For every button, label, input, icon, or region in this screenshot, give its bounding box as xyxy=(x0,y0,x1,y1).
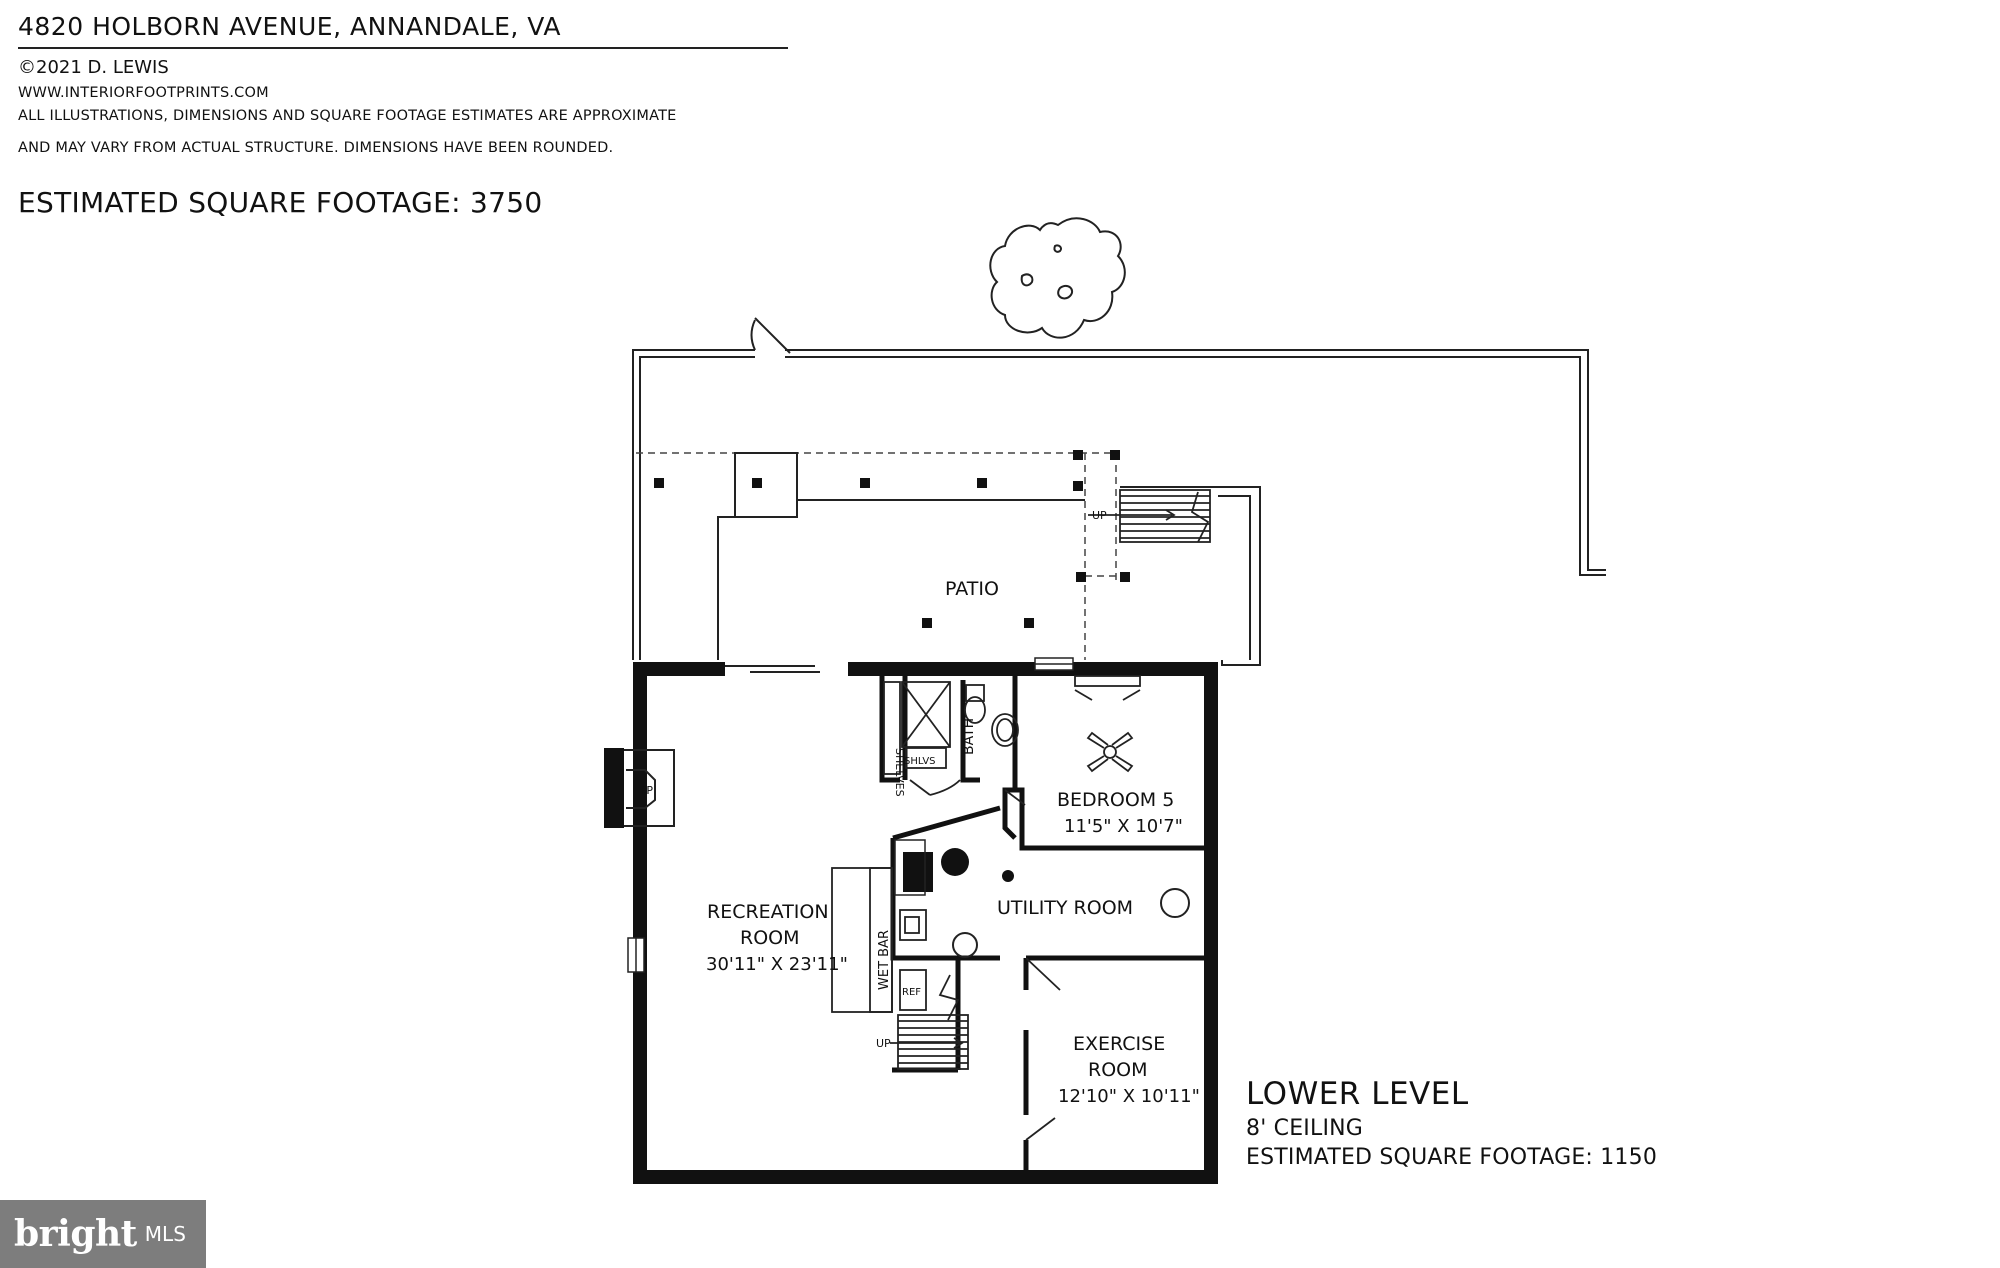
shlvs-label: SHLVS xyxy=(904,756,936,767)
total-square-footage: ESTIMATED SQUARE FOOTAGE: 3750 xyxy=(18,186,543,219)
wet-bar-label: WET BAR xyxy=(877,930,892,990)
side-window xyxy=(627,937,645,973)
disclaimer-line-1: ALL ILLUSTRATIONS, DIMENSIONS AND SQUARE… xyxy=(18,108,677,124)
overhang-outline xyxy=(636,452,1125,660)
disclaimer-line-2: AND MAY VARY FROM ACTUAL STRUCTURE. DIME… xyxy=(18,140,614,156)
exercise-room-name-2: ROOM xyxy=(1088,1059,1148,1081)
recreation-room-name-2: ROOM xyxy=(740,927,800,949)
utility-fixtures xyxy=(894,839,1190,958)
shelves-label: SHELVES xyxy=(893,748,906,797)
recreation-room-dims: 30'11" X 23'11" xyxy=(706,954,848,975)
level-ceiling: 8' CEILING xyxy=(1246,1116,1364,1141)
level-info: LOWER LEVEL 8' CEILING ESTIMATED SQUARE … xyxy=(1246,1076,1657,1170)
mls-logo-text: MLS xyxy=(144,1222,186,1246)
utility-room-label: UTILITY ROOM xyxy=(997,897,1133,919)
fireplace xyxy=(624,749,675,827)
interior-walls xyxy=(879,676,1204,1170)
level-title: LOWER LEVEL xyxy=(1246,1076,1469,1112)
bath-fixtures xyxy=(883,681,1019,775)
patio-up-label: UP xyxy=(1092,509,1107,522)
sliding-door[interactable] xyxy=(725,665,820,673)
exercise-room-name-1: EXERCISE xyxy=(1073,1033,1165,1055)
wet-bar xyxy=(831,867,927,1013)
bedroom-5-name: BEDROOM 5 xyxy=(1057,789,1174,811)
window xyxy=(1034,657,1074,671)
patio-structure xyxy=(717,452,1261,666)
fireplace-label: FP xyxy=(640,784,653,797)
yard-outline xyxy=(632,349,1606,660)
patio-columns xyxy=(654,450,1130,628)
exterior-walls xyxy=(604,662,1218,1184)
copyright: ©2021 D. LEWIS xyxy=(18,57,169,78)
patio-label: PATIO xyxy=(945,578,999,600)
interior-stairs xyxy=(890,974,969,1070)
bright-logo-text: bright xyxy=(14,1213,137,1255)
patio-stairs xyxy=(1088,489,1211,543)
exercise-room-dims: 12'10" X 10'11" xyxy=(1058,1086,1200,1107)
ref-label: REF xyxy=(902,987,921,998)
bath-label: BATH xyxy=(961,718,977,755)
stairs-up-label: UP xyxy=(876,1037,891,1050)
tree-icon xyxy=(989,217,1126,339)
door-swings xyxy=(909,675,1141,1141)
recreation-room-name-1: RECREATION xyxy=(707,901,829,923)
header-block: 4820 HOLBORN AVENUE, ANNANDALE, VA ©2021… xyxy=(18,12,788,156)
level-square-footage: ESTIMATED SQUARE FOOTAGE: 1150 xyxy=(1246,1145,1658,1170)
website: WWW.INTERIORFOOTPRINTS.COM xyxy=(18,85,269,101)
property-address: 4820 HOLBORN AVENUE, ANNANDALE, VA xyxy=(18,12,788,49)
bright-mls-logo: bright MLS xyxy=(0,1200,206,1268)
ceiling-fan-icon xyxy=(1086,731,1134,773)
bedroom-5-dims: 11'5" X 10'7" xyxy=(1064,816,1183,837)
gate xyxy=(750,317,791,354)
